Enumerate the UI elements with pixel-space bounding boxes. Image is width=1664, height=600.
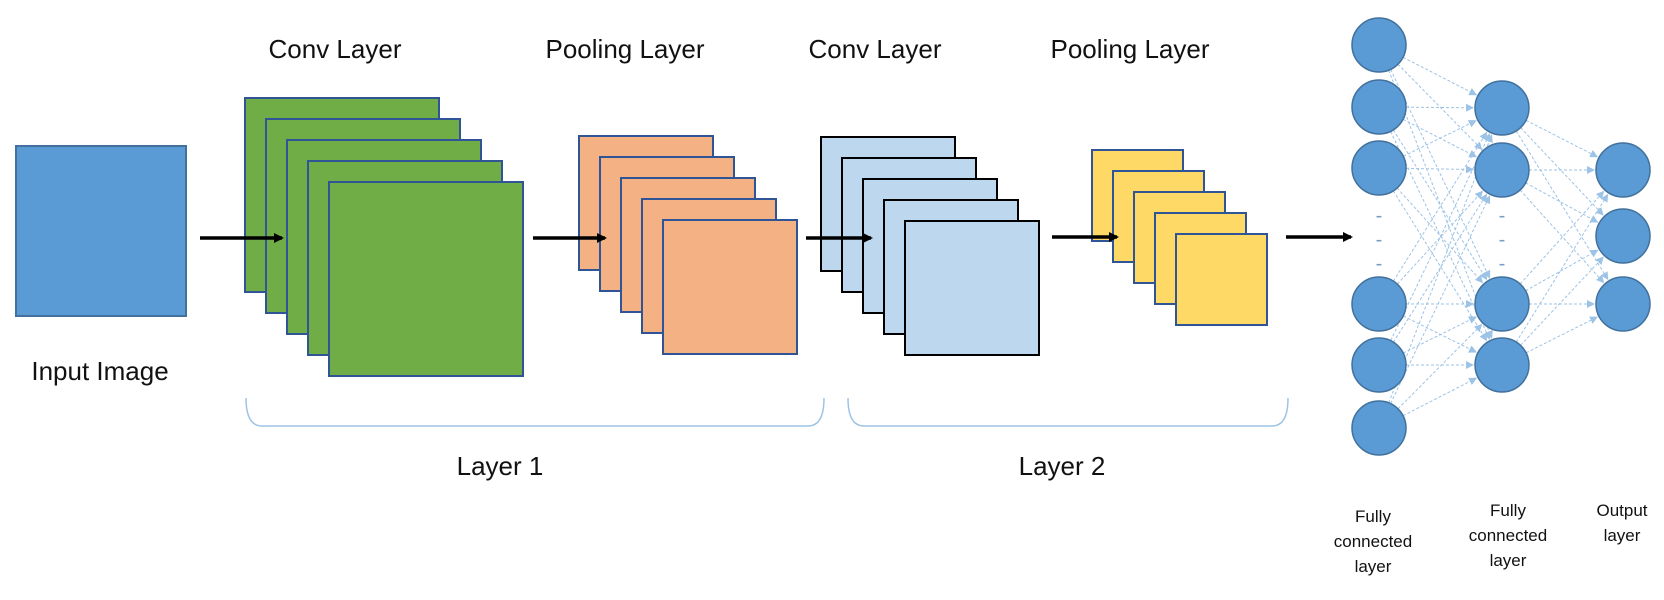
conv-layer-1-stack — [244, 97, 524, 377]
fc2-ellipsis-3: - — [1499, 253, 1506, 275]
fc1-fc2-edge-0-1 — [1397, 63, 1483, 151]
layer-2-bracket — [847, 397, 1289, 427]
fc2-out-edge-0-1 — [1520, 127, 1604, 216]
fc1-neuron-3 — [1351, 140, 1407, 196]
layer-2-label: Layer 2 — [1019, 451, 1106, 481]
pooling-layer-1-title: Pooling Layer — [546, 34, 705, 64]
conv-layer-2-stack — [820, 136, 1040, 356]
fc1-fc2-edge-3-3 — [1402, 315, 1477, 353]
fc2-out-edge-2-0 — [1519, 190, 1605, 285]
fc1-fc2-edge-4-0 — [1390, 133, 1491, 341]
conv-layer-2-title: Conv Layer — [809, 34, 942, 64]
conv-layer-1-title: Conv Layer — [269, 34, 402, 64]
fc2-neuron-4 — [1474, 337, 1530, 393]
input-image-label: Input Image — [31, 356, 168, 386]
fc1-fc2-edge-0-3 — [1388, 70, 1493, 339]
fc-layer-1-label-line3: layer — [1355, 557, 1392, 576]
fc1-fc2-edge-5-1 — [1390, 195, 1491, 404]
fc1-neuron-4 — [1351, 276, 1407, 332]
fc1-fc2-edge-2-1 — [1405, 165, 1474, 174]
fc2-ellipsis-2: - — [1499, 229, 1506, 251]
layer-1-label: Layer 1 — [457, 451, 544, 481]
fc-layer-2-label-line1: Fully — [1490, 501, 1526, 520]
fc2-out-edge-3-0 — [1515, 193, 1609, 343]
fc2-ellipsis-1: - — [1499, 205, 1506, 227]
fc1-neuron-5 — [1351, 337, 1407, 393]
fc1-fc2-edge-1-0 — [1405, 103, 1474, 112]
fc1-fc2-edge-2-3 — [1392, 190, 1488, 342]
fc2-out-edge-0-0 — [1525, 119, 1599, 158]
output-layer-label-line2: layer — [1604, 526, 1641, 545]
fc-layer-2-label-line2: connected — [1469, 526, 1547, 545]
pool1-feature-map-5 — [662, 219, 798, 355]
output-neuron-1 — [1595, 142, 1651, 198]
pooling-layer-1-stack — [578, 135, 798, 355]
output-layer-label-line1: Output — [1596, 501, 1647, 520]
fc2-out-edge-1-2 — [1519, 189, 1605, 284]
fc2-neuron-2 — [1474, 142, 1530, 198]
fc-layer-1-label-line2: connected — [1334, 532, 1412, 551]
fc1-fc2-edge-4-2 — [1402, 316, 1477, 354]
fc1-fc2-edge-4-1 — [1392, 193, 1488, 343]
fc1-ellipsis-1: - — [1376, 205, 1383, 227]
conv1-feature-map-5 — [328, 181, 524, 377]
fc1-fc2-edge-5-3 — [1402, 377, 1478, 417]
fc1-fc2-edge-1-2 — [1392, 129, 1488, 281]
fc1-fc2-edge-5-2 — [1397, 323, 1483, 410]
fc1-ellipsis-2: - — [1376, 229, 1383, 251]
fc2-neuron-3 — [1474, 276, 1530, 332]
input-image-block — [15, 145, 187, 317]
fc1-fc2-edge-2-2 — [1396, 187, 1484, 284]
pooling-layer-2-stack — [1091, 149, 1268, 326]
fc2-out-edge-3-1 — [1520, 256, 1604, 346]
fc2-out-edge-1-1 — [1525, 182, 1599, 223]
pooling-layer-2-title: Pooling Layer — [1051, 34, 1210, 64]
fc2-out-edge-2-1 — [1525, 249, 1599, 292]
pool2-feature-map-5 — [1175, 233, 1268, 326]
fc1-ellipsis-3: - — [1376, 253, 1383, 275]
fc1-fc2-edge-2-0 — [1403, 120, 1477, 157]
output-neuron-3 — [1595, 276, 1651, 332]
fc1-neuron-1 — [1351, 17, 1407, 73]
fc2-out-edge-3-2 — [1525, 316, 1598, 354]
neurons-group — [1351, 17, 1651, 456]
fc1-fc2-edge-3-1 — [1396, 190, 1484, 285]
fc1-fc2-edge-3-0 — [1392, 131, 1488, 282]
fc-layer-1-label-line1: Fully — [1355, 507, 1391, 526]
fc1-neuron-6 — [1351, 400, 1407, 456]
layer-1-bracket — [245, 397, 825, 427]
fc1-neuron-2 — [1351, 79, 1407, 135]
output-neuron-2 — [1595, 208, 1651, 264]
conv2-feature-map-5 — [904, 220, 1040, 356]
fc2-neuron-1 — [1474, 80, 1530, 136]
fc1-fc2-edge-0-0 — [1402, 56, 1478, 96]
fc1-fc2-edge-0-2 — [1390, 69, 1491, 279]
fc-layer-2-label-line3: layer — [1490, 551, 1527, 570]
